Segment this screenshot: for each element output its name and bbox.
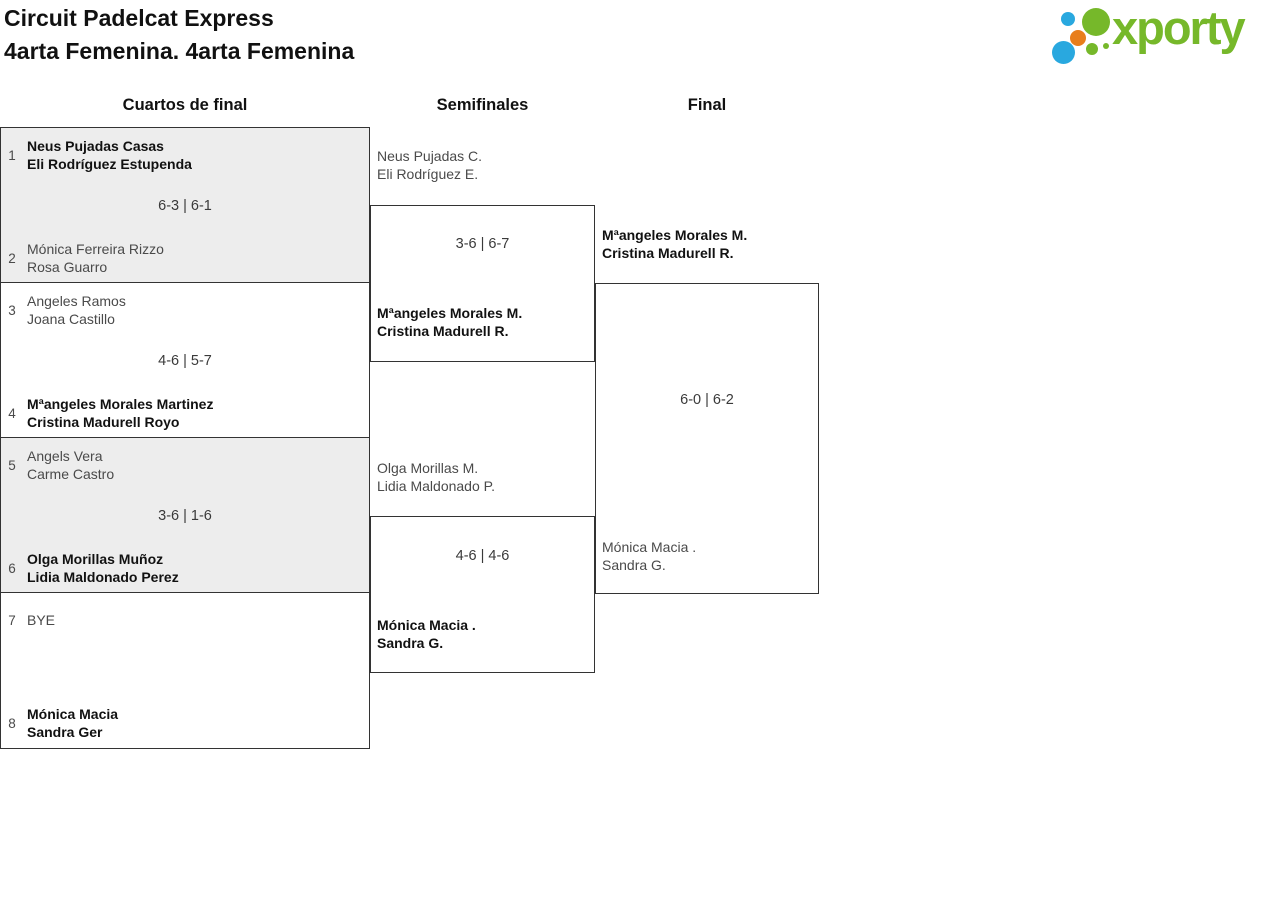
player-line: Mónica Macia .: [377, 617, 476, 633]
score-text: 4-6 | 4-6: [455, 548, 510, 564]
tournament-category: 4arta Femenina. 4arta Femenina: [4, 38, 355, 64]
team-name: Mónica Ferreira Rizzo Rosa Guarro: [27, 240, 361, 276]
player-line: Cristina Madurell R.: [602, 245, 734, 261]
final-match-box: [595, 283, 819, 594]
xporty-logo[interactable]: xporty: [1046, 1, 1276, 70]
player-line: Sandra Ger: [27, 724, 103, 740]
page-title: Circuit Padelcat Express 4arta Femenina.…: [4, 2, 354, 68]
team-name: Angeles Ramos Joana Castillo: [27, 292, 361, 328]
logo-dot-small-blue: [1061, 12, 1075, 26]
player-line: Mónica Ferreira Rizzo: [27, 241, 164, 257]
player-line: Cristina Madurell Royo: [27, 414, 180, 430]
player-line: Lidia Maldonado P.: [377, 478, 496, 494]
score-text: 4-6 | 5-7: [158, 353, 212, 369]
qf-match-3: 5 Angels Vera Carme Castro 3-6 | 1-6 6 O…: [0, 437, 370, 594]
player-line: Angels Vera: [27, 448, 103, 464]
player-line: Sandra G.: [602, 557, 666, 573]
player-line: Mªangeles Morales M.: [602, 227, 748, 243]
logo-dot-big-green: [1082, 8, 1110, 36]
team-name: Mªangeles Morales M. Cristina Madurell R…: [602, 226, 747, 262]
sf-match-1-box: [370, 205, 595, 362]
column-header-semifinals: Semifinales: [436, 96, 529, 114]
player-line: Eli Rodríguez Estupenda: [27, 156, 192, 172]
team-name: Mªangeles Morales M. Cristina Madurell R…: [377, 304, 522, 340]
team-name: Angels Vera Carme Castro: [27, 447, 361, 483]
player-line: Olga Morillas Muñoz: [27, 551, 164, 567]
logo-dot-tiny-green: [1103, 43, 1109, 49]
qf-match-2: 3 Angeles Ramos Joana Castillo 4-6 | 5-7…: [0, 282, 370, 439]
team-name: Mªangeles Morales Martinez Cristina Madu…: [27, 395, 361, 431]
score-text: [1, 663, 369, 681]
qf-match-1: 1 Neus Pujadas Casas Eli Rodríguez Estup…: [0, 127, 370, 284]
player-line: Rosa Guarro: [27, 259, 108, 275]
seed-label: 5: [8, 457, 16, 473]
team-name: Neus Pujadas Casas Eli Rodríguez Estupen…: [27, 137, 361, 173]
player-line: Neus Pujadas Casas: [27, 138, 164, 154]
player-line: Carme Castro: [27, 466, 115, 482]
logo-dot-small-green: [1086, 43, 1098, 55]
team-name: Mónica Macia Sandra Ger: [27, 705, 361, 741]
seed-label: 3: [8, 302, 16, 318]
seed-label: 1: [8, 147, 16, 163]
team-name: Mónica Macia . Sandra G.: [602, 538, 696, 574]
sf-match-2-box: [370, 516, 595, 673]
player-line: Cristina Madurell R.: [377, 323, 509, 339]
score-text: 3-6 | 1-6: [158, 508, 212, 524]
player-line: Neus Pujadas C.: [377, 148, 483, 164]
column-header-quarterfinals: Cuartos de final: [122, 96, 248, 114]
seed-label: 7: [8, 612, 16, 628]
column-header-final: Final: [687, 96, 727, 114]
player-line: Mªangeles Morales Martinez: [27, 396, 214, 412]
logo-dot-orange: [1070, 30, 1086, 46]
player-line: BYE: [27, 612, 56, 628]
team-name: Olga Morillas M. Lidia Maldonado P.: [377, 459, 495, 495]
score-text: 6-0 | 6-2: [680, 392, 734, 408]
logo-dot-big-blue: [1052, 41, 1075, 64]
team-name: Olga Morillas Muñoz Lidia Maldonado Pere…: [27, 550, 361, 586]
player-line: Olga Morillas M.: [377, 460, 479, 476]
seed-label: 4: [8, 405, 16, 421]
team-name: BYE: [27, 602, 361, 638]
player-line: Mªangeles Morales M.: [377, 305, 523, 321]
player-line: Mónica Macia: [27, 706, 119, 722]
tournament-name: Circuit Padelcat Express: [4, 5, 274, 31]
seed-label: 2: [8, 250, 16, 266]
player-line: Angeles Ramos: [27, 293, 126, 309]
player-line: Eli Rodríguez E.: [377, 166, 479, 182]
player-line: Lidia Maldonado Perez: [27, 569, 179, 585]
logo-wordmark: xporty: [1112, 1, 1246, 54]
seed-label: 8: [8, 715, 16, 731]
seed-label: 6: [8, 560, 16, 576]
team-name: Mónica Macia . Sandra G.: [377, 616, 476, 652]
qf-match-4: 7 BYE 8 Mónica Macia Sandra Ger: [0, 592, 370, 749]
team-name: Neus Pujadas C. Eli Rodríguez E.: [377, 147, 482, 183]
score-text: 6-3 | 6-1: [158, 198, 212, 214]
score-text: 3-6 | 6-7: [455, 236, 510, 252]
player-line: Mónica Macia .: [602, 539, 697, 555]
player-line: Joana Castillo: [27, 311, 115, 327]
player-line: Sandra G.: [377, 635, 444, 651]
